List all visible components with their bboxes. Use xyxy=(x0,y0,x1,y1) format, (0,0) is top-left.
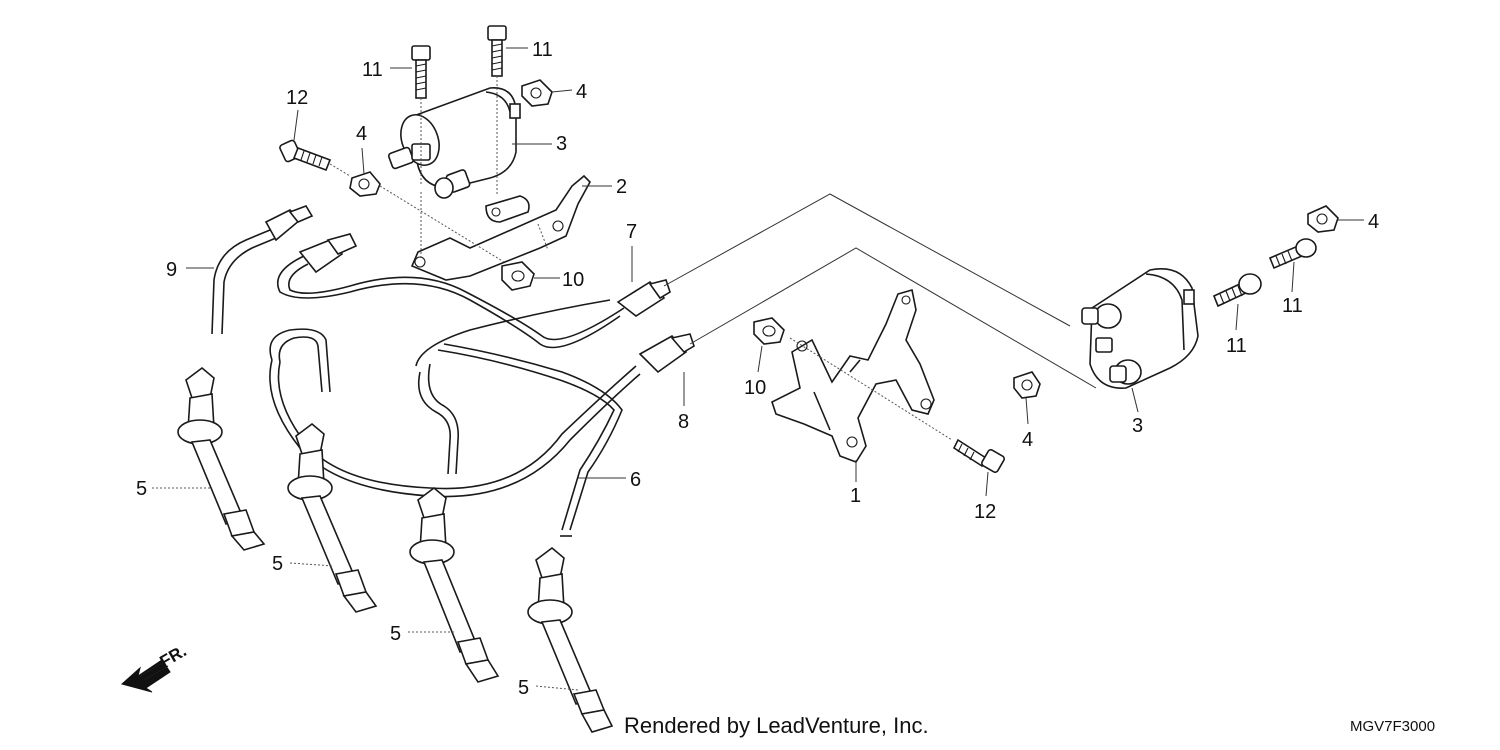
render-credit: Rendered by LeadVenture, Inc. xyxy=(624,713,929,738)
callout-part-9: 9 xyxy=(166,259,177,281)
front-direction-arrow: FR. xyxy=(120,641,190,693)
bolt-11-right-a xyxy=(1268,238,1317,270)
bolt-11-top-left xyxy=(411,45,431,99)
callout-part-4: 4 xyxy=(356,123,367,145)
callout-part-12: 12 xyxy=(286,87,308,109)
cord-9 xyxy=(211,205,314,335)
nut-4-right-low xyxy=(1013,371,1041,399)
callout-labels: 1 2 3 3 4 4 4 4 5 5 5 5 6 7 8 9 10 10 11… xyxy=(136,39,1379,699)
callout-part-4: 4 xyxy=(576,81,587,103)
cord-7 xyxy=(276,233,671,475)
plug-cap-2 xyxy=(287,422,378,613)
cord-8 xyxy=(269,299,695,498)
callout-part-6: 6 xyxy=(630,469,641,491)
plug-cap-4 xyxy=(527,546,614,733)
bolt-12-right xyxy=(952,438,1005,473)
callout-part-3: 3 xyxy=(1132,415,1143,437)
diagram-code: MGV7F3000 xyxy=(1350,718,1435,735)
ignition-coil-right xyxy=(1081,268,1199,389)
coil-bracket xyxy=(410,174,591,281)
cord-6 xyxy=(437,343,623,537)
ignition-coil-top xyxy=(387,87,521,199)
callout-part-2: 2 xyxy=(616,176,627,198)
bolt-11-top-right xyxy=(487,25,507,77)
collar-10-center xyxy=(501,261,535,291)
callout-part-5: 5 xyxy=(136,478,147,500)
nut-4-top xyxy=(521,79,553,107)
callout-part-4: 4 xyxy=(1022,429,1033,451)
callout-part-8: 8 xyxy=(678,411,689,433)
plug-cap-1 xyxy=(177,366,266,551)
cord-routing-lines xyxy=(663,193,1097,389)
plug-cap-3 xyxy=(409,486,500,683)
nut-4-left xyxy=(349,171,381,197)
callout-part-5: 5 xyxy=(390,623,401,645)
callout-part-10: 10 xyxy=(744,377,766,399)
callout-part-12: 12 xyxy=(974,501,996,523)
callout-part-11: 11 xyxy=(362,59,383,81)
callout-part-11: 11 xyxy=(532,39,553,61)
callout-part-5: 5 xyxy=(518,677,529,699)
front-arrow-icon xyxy=(120,659,171,693)
callout-part-3: 3 xyxy=(556,133,567,155)
nut-4-right-top xyxy=(1307,205,1339,233)
callout-part-10: 10 xyxy=(562,269,584,291)
collar-10-right xyxy=(753,317,785,345)
lower-bracket xyxy=(771,288,935,463)
callout-part-11: 11 xyxy=(1226,335,1247,357)
callout-part-11: 11 xyxy=(1282,295,1303,317)
callout-part-5: 5 xyxy=(272,553,283,575)
callout-part-4: 4 xyxy=(1368,211,1379,233)
callout-part-1: 1 xyxy=(850,485,861,507)
callout-part-7: 7 xyxy=(626,221,637,243)
bolt-11-right-b xyxy=(1212,273,1262,308)
bolt-12-left xyxy=(279,139,332,172)
assembly-guide-lines xyxy=(329,76,953,441)
leader-lines xyxy=(152,47,1364,691)
